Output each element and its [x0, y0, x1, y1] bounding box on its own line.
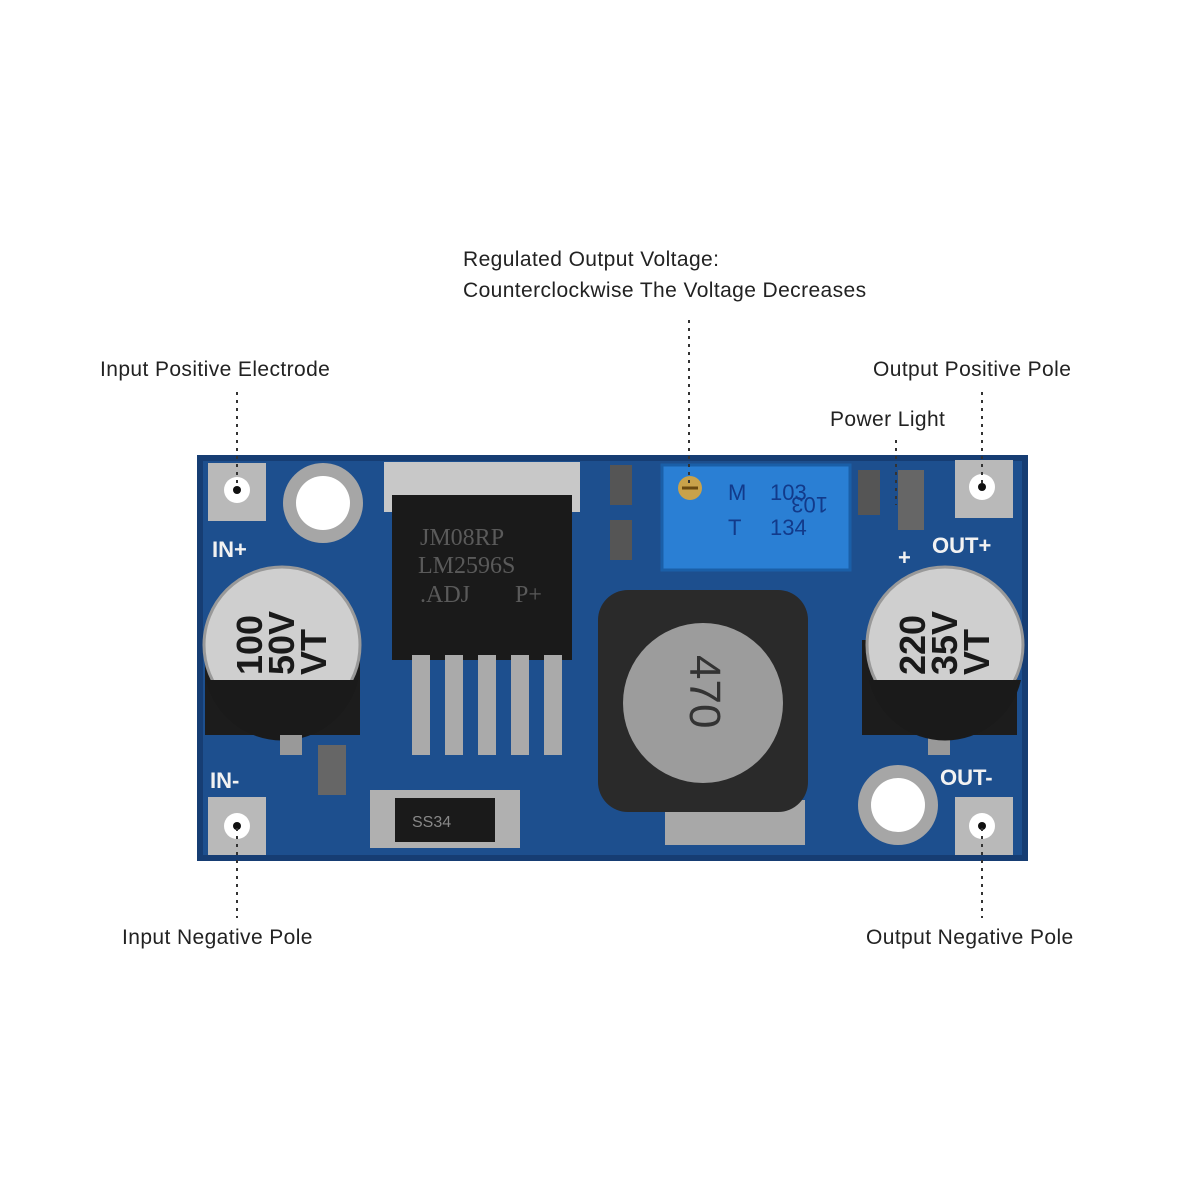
silk-in-minus: IN-: [210, 768, 239, 793]
regulated-output-label-line2: Counterclockwise The Voltage Decreases: [463, 279, 867, 302]
smd-resistor: [610, 520, 632, 560]
pad-in-minus: [208, 797, 266, 855]
cap-out-value: 220: [892, 615, 933, 675]
inductor-marking: 470: [680, 655, 729, 728]
chip-marking-1: JM08RP: [420, 525, 504, 551]
lm2596-regulator: JM08RP LM2596S .ADJ P+: [384, 462, 580, 755]
pad-out-minus: [955, 797, 1013, 855]
pot-marking-1b: 103: [770, 480, 807, 505]
silk-in-plus: IN+: [212, 537, 247, 562]
pot-marking-3: M: [728, 480, 746, 505]
output-positive-label: Output Positive Pole: [873, 358, 1072, 381]
silk-out-minus: OUT-: [940, 765, 993, 790]
leader-lines: [236, 320, 983, 918]
regulated-output-label-line1: Regulated Output Voltage:: [463, 248, 720, 271]
chip-marking-2: LM2596S: [418, 553, 515, 579]
cap-out-voltage: 35V: [924, 611, 965, 675]
cap-in-brand: VT: [293, 629, 334, 675]
silk-out-plus: OUT+: [932, 533, 991, 558]
pot-marking-2: 134: [770, 515, 807, 540]
potentiometer[interactable]: 103 103 134 M T: [660, 463, 852, 572]
silk-plus-mark: +: [898, 545, 911, 570]
input-negative-label: Input Negative Pole: [122, 926, 313, 949]
cap-in-voltage: 50V: [261, 611, 302, 675]
chip-marking-4: P+: [515, 582, 542, 608]
pot-marking-4: T: [728, 515, 741, 540]
diode-marking: SS34: [412, 814, 451, 831]
ss34-diode: SS34: [370, 790, 520, 848]
smd-resistor: [858, 470, 880, 515]
smd-capacitor: [318, 745, 346, 795]
output-negative-label: Output Negative Pole: [866, 926, 1074, 949]
pot-marking-1: 103: [791, 492, 828, 517]
pad-out-plus: [955, 460, 1013, 518]
pad-in-plus: [208, 463, 266, 521]
input-capacitor: 100 50V VT: [202, 565, 362, 741]
input-positive-label: Input Positive Electrode: [100, 358, 331, 381]
smd-resistor: [610, 465, 632, 505]
chip-marking-3: .ADJ: [420, 582, 470, 608]
power-light-label: Power Light: [830, 408, 946, 431]
power-led: [898, 470, 924, 530]
output-capacitor: 220 35V VT: [862, 565, 1025, 741]
cap-out-brand: VT: [956, 629, 997, 675]
inductor: 470: [598, 590, 808, 845]
cap-in-value: 100: [229, 615, 270, 675]
